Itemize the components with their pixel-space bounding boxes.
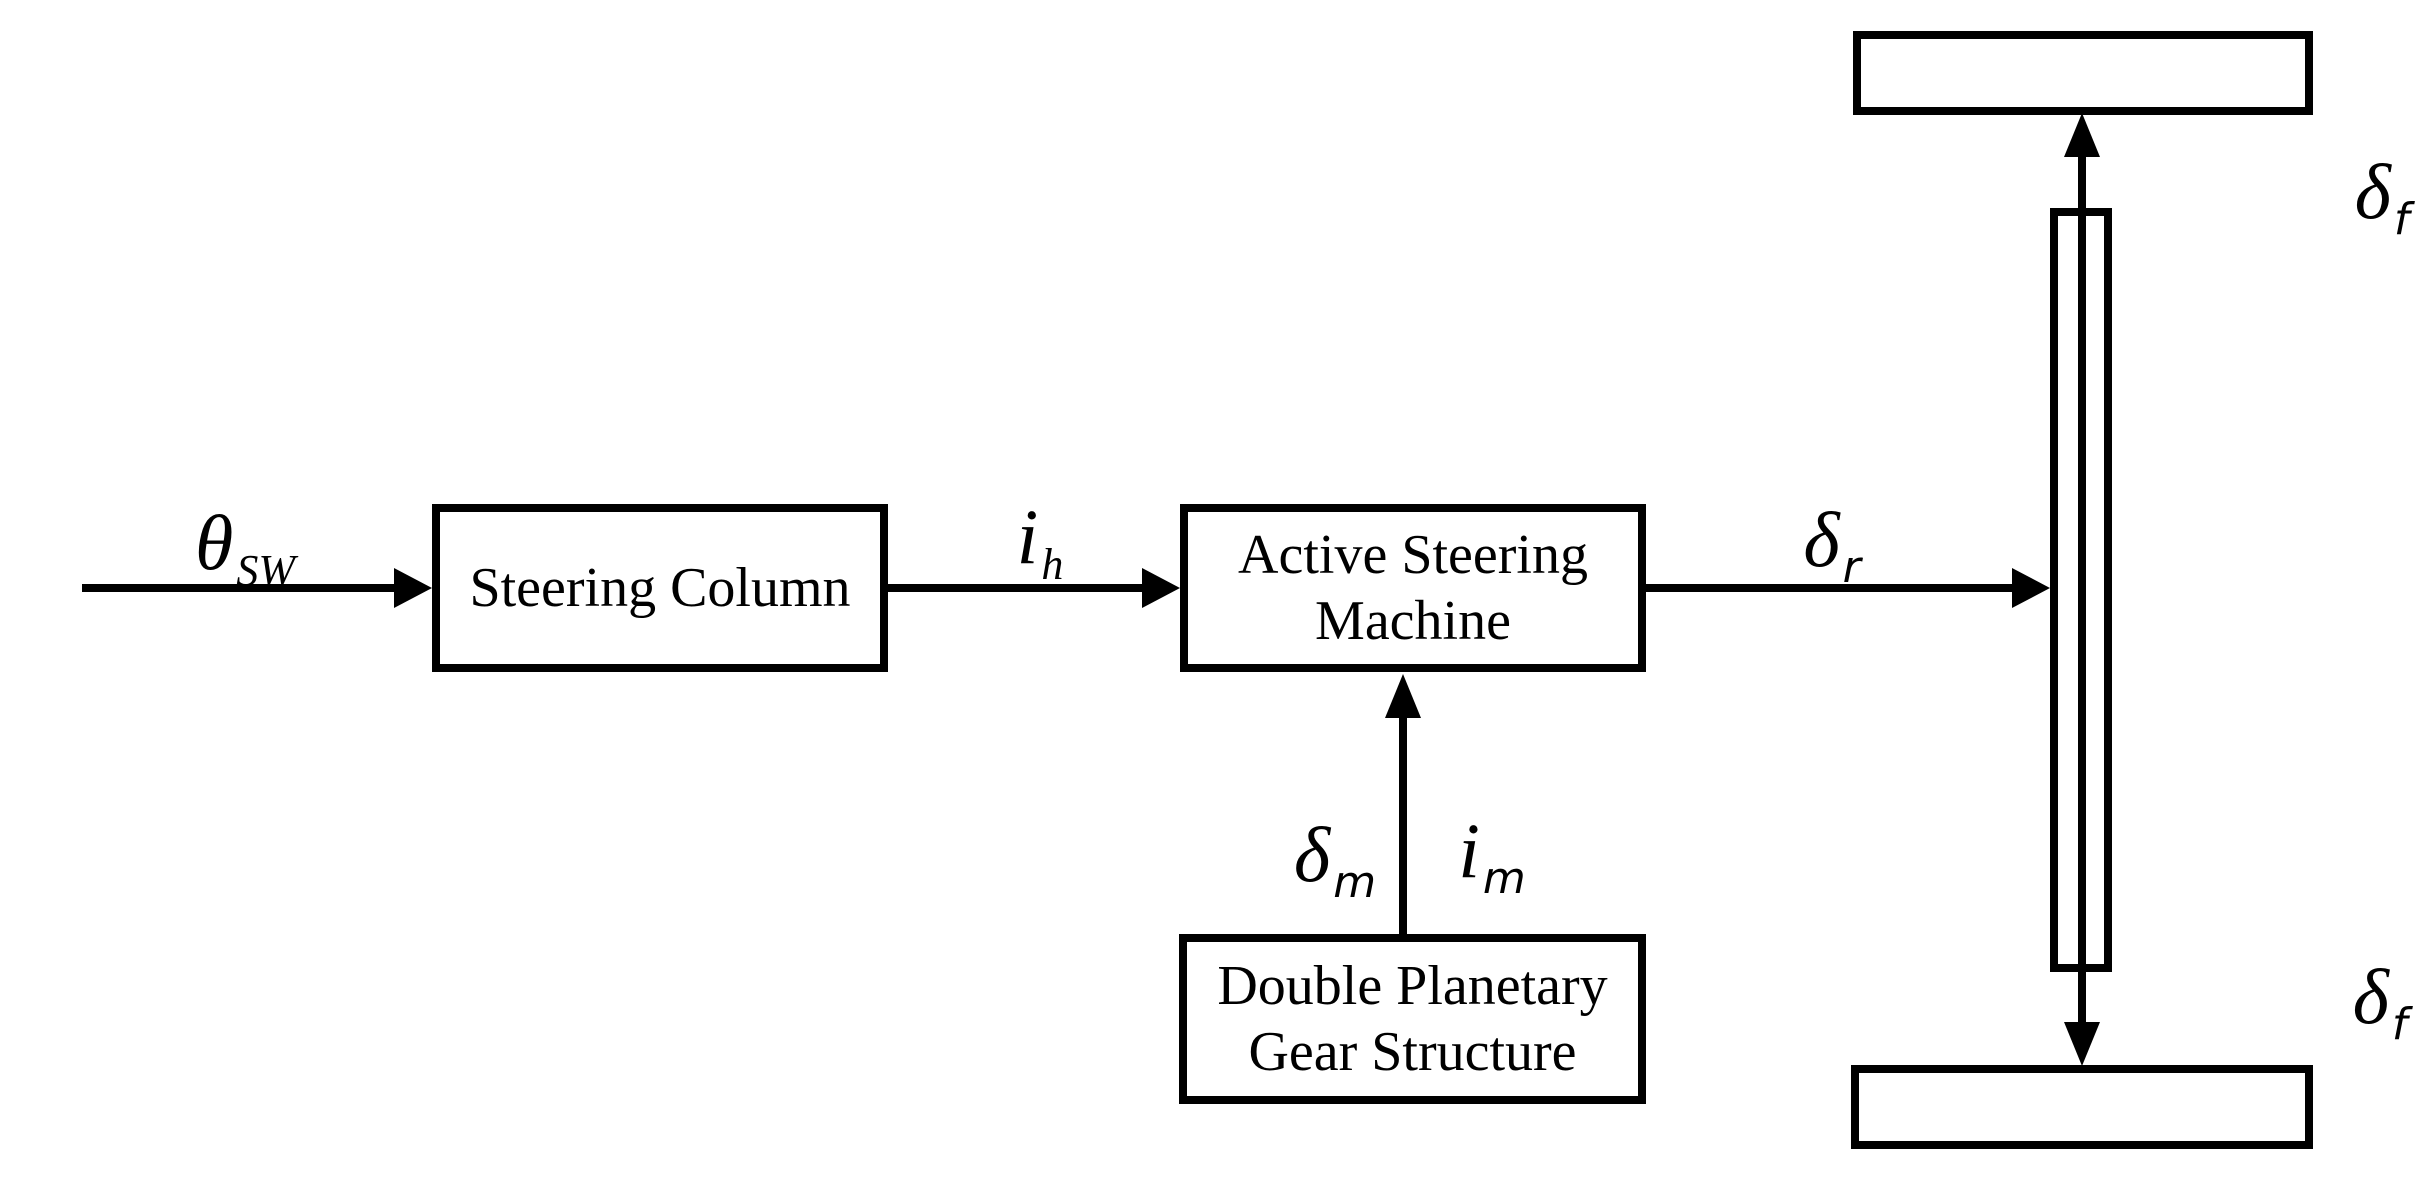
double-planetary-gear-label-line2: Gear Structure [1248, 1021, 1577, 1083]
label-front-wheel-angle-top: δf [2355, 153, 2410, 242]
i-m-subscript: m [1482, 853, 1526, 904]
label-motor-ratio: im [1458, 812, 1526, 901]
label-column-ratio: ih [1017, 498, 1064, 587]
delta-m-symbol: δ [1293, 811, 1331, 898]
machine-to-rack-line [1646, 584, 2016, 592]
steering-column-block: Steering Column [432, 504, 888, 672]
input-arrow-line [82, 584, 400, 592]
axle-arrowhead-down-icon [2064, 1022, 2100, 1066]
delta-r-subscript: r [1842, 542, 1861, 593]
column-to-machine-line [888, 584, 1146, 592]
i-h-subscript: h [1041, 540, 1064, 589]
label-motor-angle: δm [1294, 816, 1376, 905]
delta-m-subscript: m [1333, 857, 1377, 908]
front-wheel-bottom [1851, 1065, 2313, 1149]
axle-line [2078, 150, 2086, 1026]
axle-arrowhead-up-icon [2064, 113, 2100, 157]
delta-r-symbol: δ [1803, 496, 1840, 583]
steering-rack [2050, 208, 2112, 972]
delta-f-bottom-symbol: δ [2352, 953, 2389, 1040]
theta-symbol: θ [195, 499, 234, 586]
active-steering-machine-label-line2: Machine [1315, 590, 1511, 652]
i-m-symbol: i [1458, 807, 1480, 894]
active-steering-machine-block: Active Steering Machine [1180, 504, 1646, 672]
input-arrowhead-icon [394, 568, 432, 608]
delta-f-top-subscript: f [2393, 194, 2410, 245]
delta-f-bottom-subscript: f [2391, 999, 2408, 1050]
i-h-symbol: i [1016, 493, 1039, 580]
machine-to-rack-arrowhead-icon [2012, 568, 2050, 608]
label-rack-angle: δr [1803, 501, 1860, 590]
double-planetary-gear-label-line1: Double Planetary [1217, 955, 1608, 1017]
column-to-machine-arrowhead-icon [1142, 568, 1180, 608]
label-steering-wheel-angle: θSW [195, 504, 295, 593]
label-front-wheel-angle-bottom: δf [2353, 958, 2408, 1047]
theta-subscript: SW [236, 546, 295, 595]
double-planetary-gear-block: Double Planetary Gear Structure [1179, 934, 1646, 1104]
front-wheel-top [1853, 31, 2313, 115]
gear-to-machine-arrowhead-icon [1385, 674, 1421, 718]
active-steering-machine-label-line1: Active Steering [1238, 524, 1588, 586]
delta-f-top-symbol: δ [2354, 148, 2391, 235]
gear-to-machine-line [1399, 714, 1407, 936]
steering-column-label: Steering Column [469, 557, 851, 619]
